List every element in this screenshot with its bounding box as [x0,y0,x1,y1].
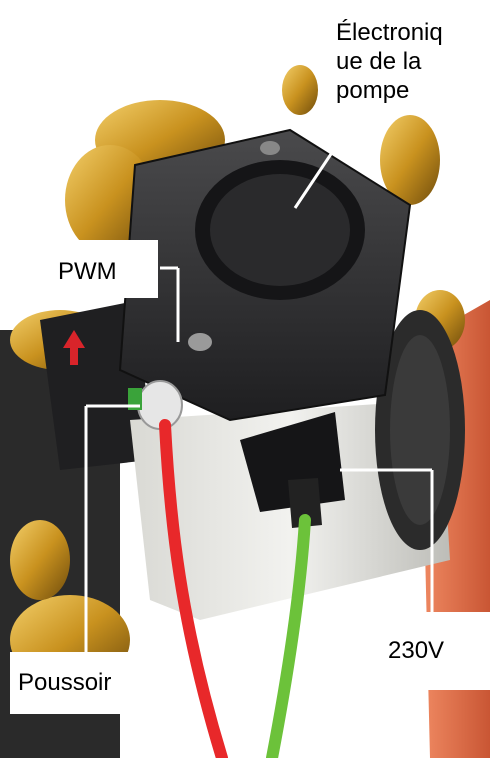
top-screw [260,141,280,155]
label-pump-electronics: Électroniq ue de la pompe [330,18,490,105]
front-screw [188,333,212,351]
label-pwm: PWM [46,240,158,298]
label-pushbutton: Poussoir [10,652,162,714]
label-230v: 230V [352,612,490,690]
